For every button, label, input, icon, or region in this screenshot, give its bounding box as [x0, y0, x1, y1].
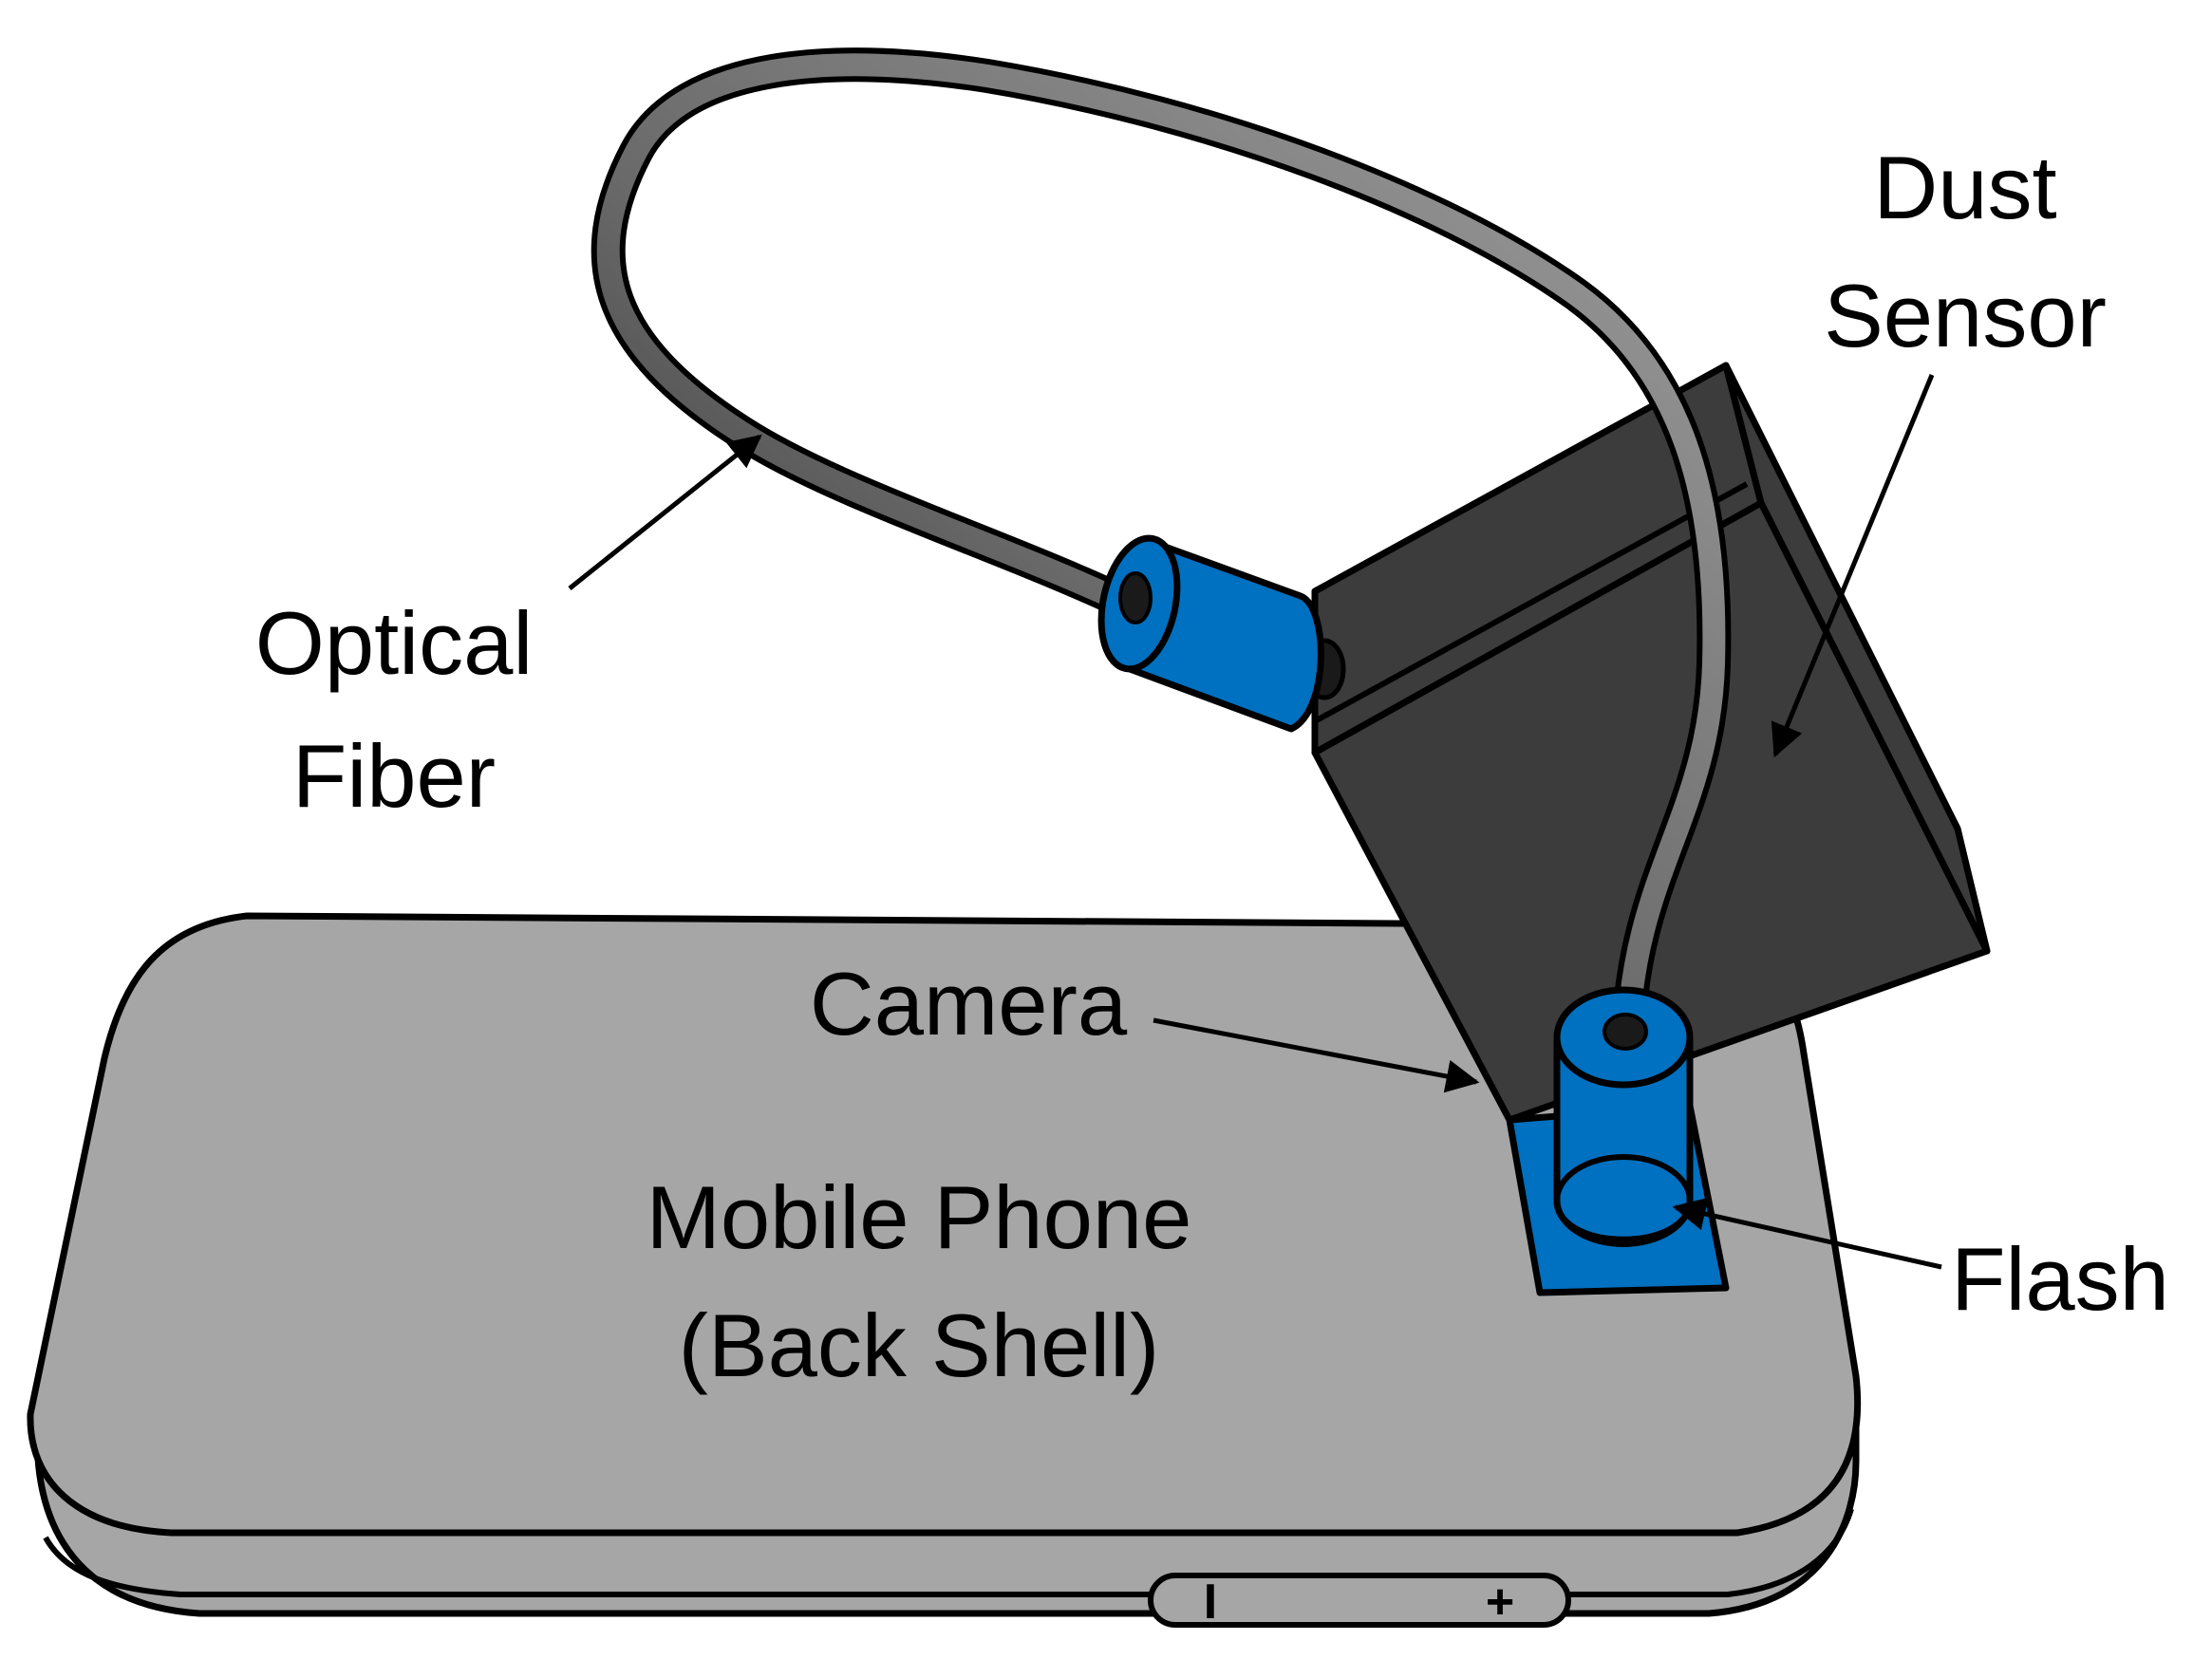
- dust-sensor-arrow: [1771, 374, 1935, 758]
- label-optical-line2: Fiber: [292, 726, 496, 826]
- phone-seam-line: [43, 1508, 1854, 1597]
- fiber-core: [596, 53, 1726, 1051]
- camera-arrow: [1153, 1017, 1480, 1093]
- annotation-arrows: [568, 374, 1942, 1270]
- label-dust-line2: Sensor: [1824, 266, 2107, 365]
- sensor-fiber-connector: [1097, 534, 1324, 733]
- volume-button[interactable]: I +: [1148, 1573, 1571, 1630]
- volume-minus-label: I: [1204, 1575, 1217, 1630]
- volume-button-body[interactable]: [1148, 1573, 1571, 1628]
- label-camera: Camera: [810, 954, 1128, 1053]
- mobile-phone: I +: [27, 912, 1862, 1630]
- volume-plus-label: +: [1486, 1575, 1514, 1630]
- label-dust-line1: Dust: [1873, 138, 2056, 237]
- sensor-edge-line: [1313, 481, 1749, 724]
- connector-fiber-end: [1118, 571, 1153, 624]
- optical-fiber-arrow: [568, 434, 762, 590]
- label-flash: Flash: [1951, 1229, 2169, 1329]
- dust-sensor: [1303, 362, 1991, 1124]
- optical-fiber: [590, 47, 1732, 1056]
- flash-arrow: [1672, 1197, 1942, 1270]
- sensor-front-face: [1311, 499, 1991, 1124]
- flash-fiber-connector: [1553, 986, 1694, 1247]
- flash-connector-fiber-end: [1603, 1013, 1648, 1051]
- label-phone-line1: Mobile Phone: [647, 1167, 1192, 1267]
- label-phone-line2: (Back Shell): [679, 1296, 1160, 1395]
- label-optical-line1: Optical: [255, 593, 534, 693]
- labels: Optical Fiber Dust Sensor Camera Flash M…: [255, 138, 2169, 1395]
